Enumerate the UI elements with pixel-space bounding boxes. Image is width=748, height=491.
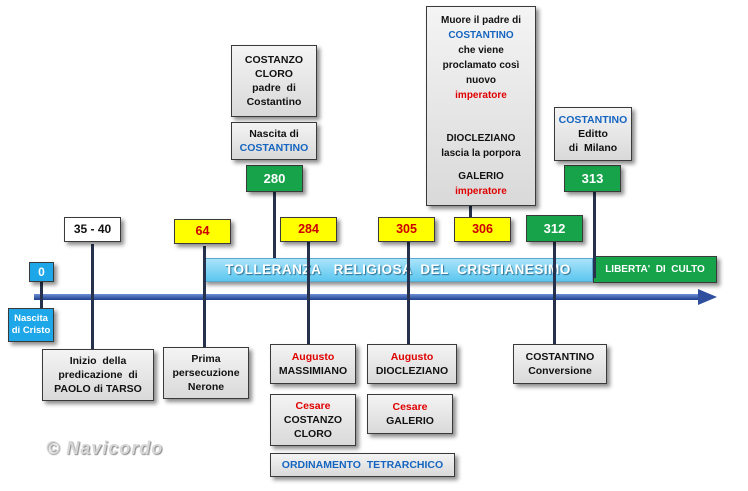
muore-padre-box: Muore il padre di COSTANTINO che viene p… xyxy=(426,6,536,206)
paolo-line2: predicazione di xyxy=(58,368,138,381)
nascita-cristo-line2: di Cristo xyxy=(11,325,51,336)
muore-line6: DIOCLEZIANO xyxy=(446,133,516,144)
augusto-diocleziano-name: DIOCLEZIANO xyxy=(375,365,449,377)
costanzo-padre-line3: padre di xyxy=(252,82,296,94)
augusto-diocleziano-box: Augusto DIOCLEZIANO xyxy=(367,344,457,384)
persecuzione-line1: Prima xyxy=(191,352,221,365)
date-305-label: 305 xyxy=(396,222,417,237)
conversione-line2: Conversione xyxy=(528,365,592,377)
muore-line7: lascia la porpora xyxy=(441,148,521,159)
date-312: 312 xyxy=(526,215,583,242)
paolo-line1: Inizio della xyxy=(69,354,127,367)
connector-280 xyxy=(273,192,276,258)
cesare-galerio-name: GALERIO xyxy=(386,415,434,427)
cesare-costanzo-title: Cesare xyxy=(295,399,331,412)
muore-line1: Muore il padre di xyxy=(440,15,521,26)
nascita-cristo-line1: Nascita xyxy=(14,313,48,325)
date-35-40-label: 35 - 40 xyxy=(73,222,112,237)
augusto-diocleziano-title: Augusto xyxy=(390,350,434,363)
costanzo-padre-line4: Costantino xyxy=(246,96,302,109)
date-280: 280 xyxy=(246,165,303,192)
muore-line9: imperatore xyxy=(455,186,507,197)
date-284-label: 284 xyxy=(298,222,319,237)
augusto-massimiano-title: Augusto xyxy=(291,350,335,363)
muore-line8: GALERIO xyxy=(458,171,504,182)
date-313-label: 313 xyxy=(581,170,604,186)
date-306: 306 xyxy=(454,217,511,242)
date-64: 64 xyxy=(174,219,231,244)
costanzo-padre-box: COSTANZO CLORO padre di Costantino xyxy=(231,45,317,117)
conversione-box: COSTANTINO Conversione xyxy=(513,344,607,384)
date-284: 284 xyxy=(280,217,337,242)
costanzo-padre-line2: CLORO xyxy=(255,67,293,80)
date-306-label: 306 xyxy=(472,222,493,237)
costanzo-padre-line1: COSTANZO xyxy=(244,53,304,66)
muore-line5: imperatore xyxy=(455,90,507,101)
editto-line2: di Milano xyxy=(568,142,618,155)
date-0-label: 0 xyxy=(38,264,45,279)
date-305: 305 xyxy=(378,217,435,242)
persecuzione-box: Prima persecuzione Nerone xyxy=(163,347,249,399)
nascita-costantino-name: COSTANTINO xyxy=(239,142,309,154)
persecuzione-line2: persecuzione xyxy=(172,366,240,379)
persecuzione-line3: Nerone xyxy=(187,381,225,394)
connector-0 xyxy=(40,282,43,308)
connector-64 xyxy=(203,246,206,348)
date-313: 313 xyxy=(564,165,621,192)
ordinamento-box: ORDINAMENTO TETRARCHICO xyxy=(270,453,455,477)
connector-312 xyxy=(553,242,556,344)
cesare-galerio-title: Cesare xyxy=(392,400,428,413)
date-312-label: 312 xyxy=(543,220,566,236)
date-280-label: 280 xyxy=(263,170,286,186)
muore-line3: proclamato così xyxy=(442,60,520,71)
cesare-costanzo-line1: COSTANZO xyxy=(283,413,343,426)
nascita-cristo-box: Nascita di Cristo xyxy=(8,308,54,342)
cesare-galerio-box: Cesare GALERIO xyxy=(367,394,453,434)
connector-313 xyxy=(593,192,596,278)
cesare-costanzo-line2: CLORO xyxy=(294,428,332,441)
editto-name: COSTANTINO xyxy=(558,113,628,126)
liberta-label: LIBERTA' DI CULTO xyxy=(605,263,705,275)
connector-305 xyxy=(407,242,410,344)
nascita-costantino-line1: Nascita di xyxy=(249,127,299,140)
ordinamento-label: ORDINAMENTO TETRARCHICO xyxy=(281,458,444,471)
conversione-line1: COSTANTINO xyxy=(525,350,595,363)
muore-name: COSTANTINO xyxy=(448,30,514,41)
nascita-costantino-box: Nascita di COSTANTINO xyxy=(231,122,317,160)
date-0: 0 xyxy=(29,262,54,282)
augusto-massimiano-box: Augusto MASSIMIANO xyxy=(270,344,356,384)
liberta-band: LIBERTA' DI CULTO xyxy=(593,256,717,283)
tolleranza-band: TOLLERANZA RELIGIOSA DEL CRISTIANESIMO xyxy=(203,258,593,282)
paolo-box: Inizio della predicazione di PAOLO di TA… xyxy=(42,349,154,401)
muore-line2: che viene xyxy=(458,45,504,56)
watermark: © Navicordo xyxy=(46,438,164,458)
date-35-40: 35 - 40 xyxy=(64,217,121,242)
connector-284 xyxy=(307,242,310,344)
date-64-label: 64 xyxy=(195,224,210,239)
paolo-line3: PAOLO di TARSO xyxy=(54,383,142,396)
augusto-massimiano-name: MASSIMIANO xyxy=(278,365,348,377)
editto-line1: Editto xyxy=(578,127,608,140)
editto-box: COSTANTINO Editto di Milano xyxy=(554,107,632,161)
muore-line4: nuovo xyxy=(466,75,496,86)
cesare-costanzo-box: Cesare COSTANZO CLORO xyxy=(270,394,356,446)
connector-35 xyxy=(91,244,94,352)
tolleranza-label: TOLLERANZA RELIGIOSA DEL CRISTIANESIMO xyxy=(225,261,571,277)
